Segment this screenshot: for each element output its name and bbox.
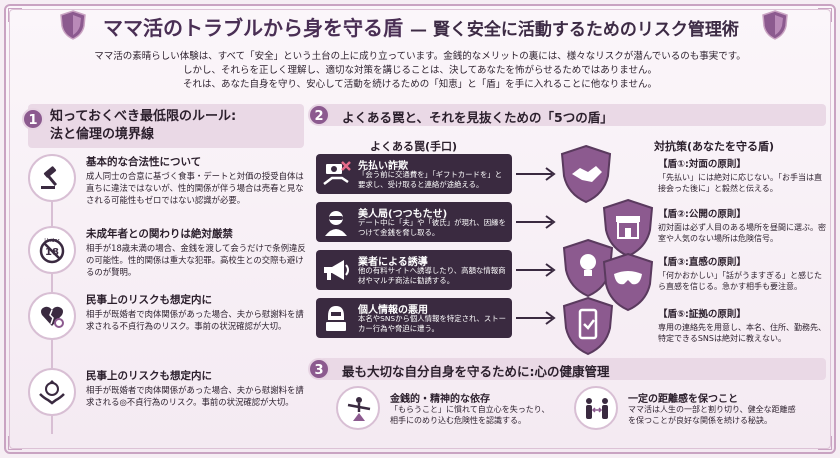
megaphone-icon [324, 260, 349, 280]
arrow-right-icon [516, 263, 556, 277]
care-body-line: 相手にのめり込む危険性を認識する。 [390, 416, 526, 425]
rule-icon-wrap [28, 292, 76, 340]
defense-title: 【盾⑤:証拠の原則】 [658, 309, 746, 320]
shop-shield-icon [602, 198, 654, 258]
section-number: 1 [22, 108, 44, 130]
care-body: 「もらうこと」に慣れて自立心を失ったり、 相手にのめり込む危険性を認識する。 [390, 404, 549, 426]
trap-card: 業者による誘導 他の有料サイトへ誘導したり、高額な情報商材やマルチ商法に勧誘する… [316, 250, 512, 290]
intro-line: しかし、それらを正しく理解し、適切な対策を講じることは、決してあなたを怖がらせる… [183, 65, 657, 76]
section-number: 3 [308, 358, 330, 380]
care-icon-wrap [574, 386, 618, 430]
column-header-traps: よくある罠(手口) [370, 140, 458, 153]
care-icon-wrap [336, 386, 380, 430]
shield-icon [762, 10, 788, 40]
arrow-right-icon [516, 215, 556, 229]
title-subtitle: — 賢く安全に活動するためのリスク管理術 [410, 20, 739, 40]
defense-body: 初対面は必ず人目のある場所を昼間に選ぶ。密室や人気のない場所は危険信号。 [658, 223, 826, 243]
title-main: ママ活のトラブルから身を守る盾 [103, 16, 404, 40]
section-header: よくある罠と、それを見抜くための「5つの盾」 [320, 104, 826, 126]
defense-body: 「何かおかしい」「話がうますぎる」と感じたら直感を信じる。急かす相手も要注意。 [658, 271, 822, 291]
shield-icon [60, 10, 86, 40]
arrow-right-icon [516, 311, 556, 325]
distance-people-icon [586, 398, 608, 419]
trap-body: 本名やSNSから個人情報を特定され、ストーカー行為や脅迫に遭う。 [358, 314, 507, 333]
mask-shield-icon [602, 252, 654, 312]
care-body-line: ママ活は人生の一部と割り切り、健全な距離感 [628, 405, 796, 414]
section-legal-rules: 知っておくべき最低限のルール: 法と倫理の境界線 1 基本的な合法性について 成… [14, 104, 306, 450]
defense-item: 【盾②:公開の原則】 初対面は必ず人目のある場所を昼間に選ぶ。密室や人気のない場… [658, 206, 828, 244]
phone-shield-icon [562, 296, 614, 356]
trap-card: 先払い詐欺 「会う前に交通費を」「ギフトカードを」と要求し、受け取ると連絡が途絶… [316, 154, 512, 194]
rule-icon-wrap [28, 154, 76, 202]
column-header-defenses: 対抗策(あなたを守る盾) [654, 140, 775, 153]
balance-person-icon [347, 397, 371, 421]
trap-body: デート中に「夫」や「彼氏」が現れ、因縁をつけて金銭を脅し取る。 [358, 218, 506, 237]
trap-title: 業者による誘導 [358, 257, 428, 268]
defense-title: 【盾③:直感の原則】 [658, 257, 746, 268]
care-title: 一定の距離感を保つこと [628, 394, 738, 405]
care-body-line: 「もらうこと」に慣れて自立心を失ったり、 [390, 405, 550, 414]
section-traps-and-shields: よくある罠と、それを見抜くための「5つの盾」 2 よくある罠(手口) 対抗策(あ… [306, 102, 830, 356]
hands-ring-icon [39, 380, 65, 405]
handshake-shield-icon [560, 144, 612, 204]
trap-title: 美人局(つつもたせ) [358, 209, 448, 220]
intro-line: それは、あなた自身を守り、安心して活動を続けるための「知恵」と「盾」を手に入れる… [182, 79, 658, 90]
gavel-icon [41, 166, 58, 189]
trap-card: 個人情報の悪用 本名やSNSから個人情報を特定され、ストーカー行為や脅迫に遭う。 [316, 298, 512, 338]
header: ママ活のトラブルから身を守る盾 — 賢く安全に活動するためのリスク管理術 [0, 8, 840, 44]
section-number: 2 [308, 104, 330, 126]
section-mental-health: 最も大切な自分自身を守るために:心の健康管理 3 金銭的・精神的な依存 「もらう… [306, 356, 830, 450]
rule-title: 未成年者との関わりは絶対厳禁 [86, 228, 233, 240]
rule-icon-wrap: Under 18 [28, 226, 76, 274]
intro-line: ママ活の素晴らしい体験は、すべて「安全」という土台の上に成り立っています。金銭的… [94, 51, 746, 62]
care-body-line: を保つことが良好な関係を続ける秘訣。 [628, 416, 772, 425]
masked-woman-icon [325, 211, 347, 236]
hacker-icon [326, 306, 346, 331]
defense-body: 「先払い」には絶対に応じない。「お手当は直接会った後に」と毅然と伝える。 [658, 173, 822, 193]
page-title: ママ活のトラブルから身を守る盾 — 賢く安全に活動するためのリスク管理術 [96, 12, 746, 41]
rule-body: 相手が18歳未満の場合、金銭を渡して会うだけで条例違反の可能性。性的関係は重大な… [86, 243, 306, 277]
section-header: 知っておくべき最低限のルール: 法と倫理の境界線 [28, 104, 304, 148]
rule-icon-wrap [28, 368, 76, 416]
rule-title: 基本的な合法性について [86, 156, 202, 168]
trap-body: 「会う前に交通費を」「ギフトカードを」と要求し、受け取ると連絡が途絶える。 [358, 170, 503, 189]
defense-item: 【盾⑤:証拠の原則】 専用の連絡先を用意し、本名、住所、勤務先、特定できるSNS… [658, 306, 828, 344]
under18-number: 18 [45, 247, 59, 258]
defense-item: 【盾①:対面の原則】 「先払い」には絶対に応じない。「お手当は直接会った後に」と… [658, 156, 828, 194]
trap-card: 美人局(つつもたせ) デート中に「夫」や「彼氏」が現れ、因縁をつけて金銭を脅し取… [316, 202, 512, 242]
under18-icon: Under 18 [39, 238, 65, 264]
trap-title: 個人情報の悪用 [358, 305, 428, 316]
rule-body: 成人同士の合意に基づく食事・デートと対価の授受自体は直ちに違法ではないが、性的関… [86, 171, 304, 205]
care-body: ママ活は人生の一部と割り切り、健全な距離感 を保つことが良好な関係を続ける秘訣。 [628, 404, 796, 426]
rule-title: 民事上のリスクも想定内に [86, 370, 212, 382]
lightbulb-shield-icon [562, 238, 614, 298]
money-hand-icon [323, 161, 351, 185]
under18-label: Under [44, 238, 60, 244]
section-title-line: 法と倫理の境界線 [50, 127, 155, 142]
section-title: よくある罠と、それを見抜くための「5つの盾」 [342, 110, 613, 125]
section-title-line: 知っておくべき最低限のルール: [50, 109, 237, 124]
defense-title: 【盾②:公開の原則】 [658, 209, 746, 220]
trap-title: 先払い詐欺 [358, 161, 408, 172]
section-title: 最も大切な自分自身を守るために:心の健康管理 [342, 364, 610, 379]
defense-item: 【盾③:直感の原則】 「何かおかしい」「話がうますぎる」と感じたら直感を信じる。… [658, 254, 828, 292]
care-title: 金銭的・精神的な依存 [390, 394, 490, 405]
intro-text: ママ活の素晴らしい体験は、すべて「安全」という土台の上に成り立っています。金銭的… [60, 50, 780, 92]
section-header: 最も大切な自分自身を守るために:心の健康管理 [320, 358, 826, 380]
rule-body: 相手が既婚者で肉体関係があった場合、夫から慰謝料を請求される◎不貞行為のリスク。… [86, 385, 304, 407]
arrow-right-icon [516, 167, 556, 181]
trap-body: 他の有料サイトへ誘導したり、高額な情報商材やマルチ商法に勧誘する。 [358, 266, 506, 285]
section-title: 知っておくべき最低限のルール: 法と倫理の境界線 [50, 108, 236, 144]
rule-title: 民事上のリスクも想定内に [86, 294, 212, 306]
broken-heart-ring-icon [41, 306, 64, 328]
rule-body: 相手が既婚者で肉体関係があった場合、夫から慰謝料を請求される不貞行為のリスク。事… [86, 309, 304, 331]
defense-title: 【盾①:対面の原則】 [658, 159, 746, 170]
defense-body: 専用の連絡先を用意し、本名、住所、勤務先、特定できるSNSは絶対に教えない。 [658, 323, 826, 343]
